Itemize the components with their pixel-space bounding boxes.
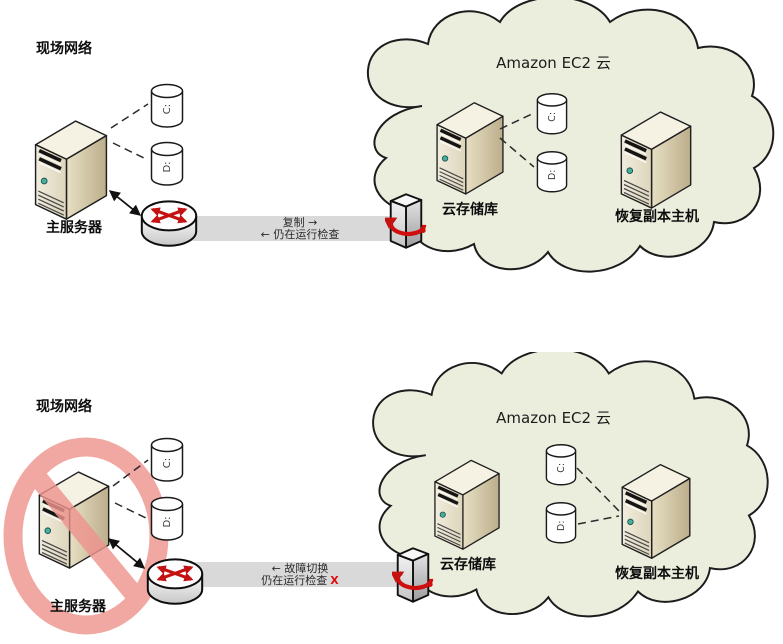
onsite-disk-d-label: D: [162,516,173,527]
double-arrow-server-router [108,190,142,216]
cloud-disk-d-icon: D: [545,500,577,546]
primary-server-label: 主服务器 [46,220,102,236]
onsite-disk-c-label: C: [162,104,173,114]
amazon-ec2-cloud-label: Amazon EC2 云 [496,409,611,427]
cloud-disk-c-icon: C: [536,91,568,137]
primary-server-icon [30,112,112,221]
cloud-disk-c-label: C: [547,112,558,122]
replication-band-text: 复制 → ← 仍在运行检查 [185,217,415,241]
onsite-disk-c-icon: C: [150,437,184,483]
failover-link-band [170,562,417,587]
site-network-label: 现场网络 [36,41,92,57]
onsite-disk-c-icon: C: [150,83,184,129]
recovery-host-label: 恢复副本主机 [615,566,699,582]
onsite-disk-d-label: D: [162,161,173,172]
site-network-label: 现场网络 [36,399,92,415]
failover-direction-label: ← 故障切换 [271,562,329,575]
cloud-storage-server-icon [430,452,504,551]
cloud-disk-d-label: D: [547,170,558,180]
cloud-disk-d-label: D: [556,521,567,531]
recovery-host-label: 恢复副本主机 [615,209,699,225]
amazon-ec2-cloud-label: Amazon EC2 云 [496,54,611,72]
cloud-disk-c-icon: C: [545,442,577,488]
cloud-storage-label: 云存储库 [440,557,496,573]
primary-server-label: 主服务器 [50,599,106,615]
recovery-host-icon [616,103,696,210]
cloud-storage-server-icon [432,94,508,196]
recovery-host-icon [617,456,695,560]
keepalive-check-label: 仍在运行检查 [261,574,328,587]
cloud-disk-d-icon: D: [536,149,568,195]
replication-link-band [165,216,412,241]
keepalive-fail-x-mark: X [330,574,339,587]
cloud-disk-c-label: C: [556,463,567,473]
cloud-storage-label: 云存储库 [442,202,498,218]
replicate-direction-label: 复制 → [282,216,318,229]
dashed-link-server-diskD [112,142,149,161]
keepalive-check-label: ← 仍在运行检查 [260,228,340,241]
onsite-disk-c-label: C: [162,458,173,468]
onsite-disk-d-icon: D: [150,141,184,187]
onsite-disk-d-icon: D: [150,496,184,542]
dashed-link-server-diskC [110,103,149,129]
